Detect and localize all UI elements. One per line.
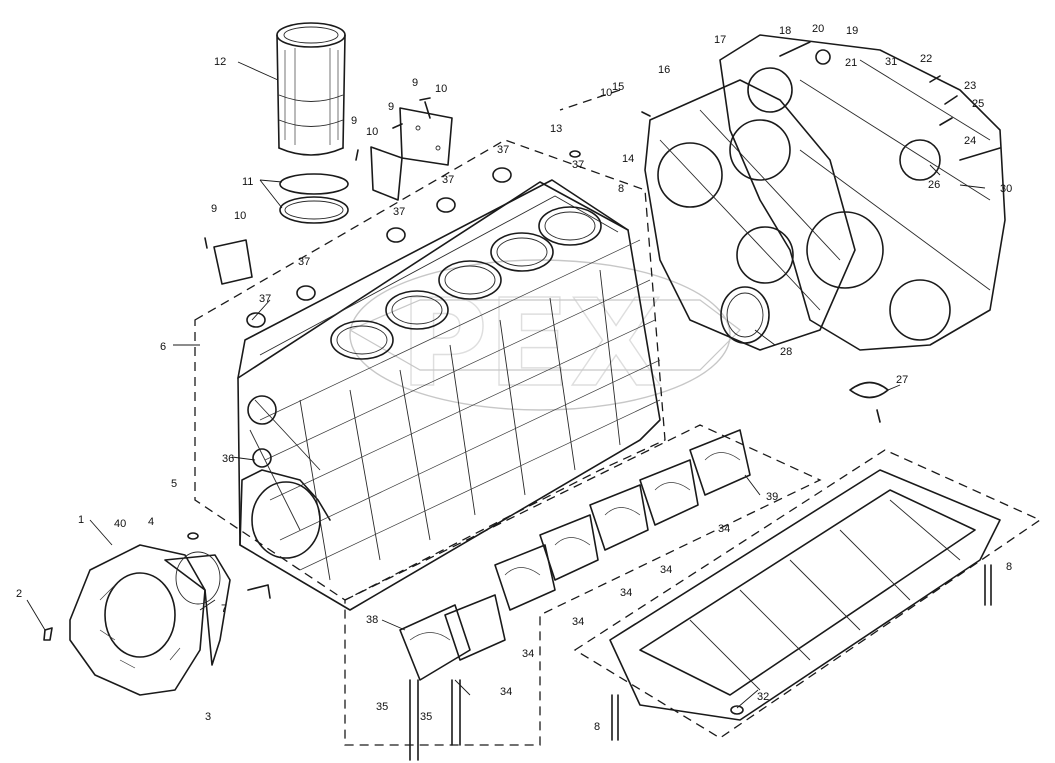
callout-20: 20 [812,23,824,35]
callout-37-d: 37 [298,256,310,268]
callout-32: 32 [757,691,769,703]
callout-21: 21 [845,57,857,69]
ladder-frame-group-outline [573,449,1042,739]
cover-plate-left [213,239,253,285]
bolts-rear [641,41,1001,161]
callout-35-b: 35 [420,711,432,723]
callout-38: 38 [366,614,378,626]
callout-7: 7 [221,603,227,615]
callout-34-f: 34 [500,686,512,698]
bearing-caps-group-outline [344,424,822,746]
callout-11: 11 [242,176,253,188]
callout-2: 2 [16,588,22,600]
callout-34-b: 34 [660,564,672,576]
callout-40: 40 [114,518,126,530]
cylinder-bores [330,206,602,360]
bolt-2 [43,627,53,641]
callout-30: 30 [1000,183,1012,195]
callout-9-c: 9 [351,115,357,127]
callout-23: 23 [964,80,976,92]
callout-3: 3 [205,711,211,723]
callout-34-c: 34 [620,587,632,599]
flywheel-housing [644,79,856,351]
watermark-text: PEX [400,275,662,414]
callout-22: 22 [920,53,932,65]
callout-34-e: 34 [522,648,534,660]
callout-8-a: 8 [618,183,624,195]
bolt-8-right [984,564,992,606]
callout-28: 28 [780,346,792,358]
callout-4: 4 [148,516,154,528]
callout-35-a: 35 [376,701,388,713]
callout-8-b: 8 [1006,561,1012,573]
gasket-4 [164,551,231,666]
callout-24: 24 [964,135,976,147]
small-dowel-13 [569,150,581,158]
callout-9-a: 9 [412,77,418,89]
callout-37-a: 37 [497,144,509,156]
callout-6: 6 [160,341,166,353]
callout-17: 17 [714,34,726,46]
callout-8-c: 8 [594,721,600,733]
callout-labels: 1 2 3 4 5 6 7 8 8 8 9 9 9 9 10 10 10 10 … [16,23,1012,733]
bolt-8-lower [611,694,619,741]
callout-9-b: 9 [388,101,394,113]
seal-28 [720,286,770,344]
callout-9-d: 9 [211,203,217,215]
callout-10-d: 10 [600,87,612,99]
callout-37-b: 37 [442,174,454,186]
liner-seal-rings [279,173,349,224]
callout-15: 15 [612,81,624,93]
cover-plate-upper [399,107,453,166]
rear-group-outline [559,89,621,111]
callout-14: 14 [622,153,634,165]
callout-10-b: 10 [366,126,378,138]
callout-10-a: 10 [435,83,447,95]
cover-27 [849,381,889,423]
callout-5: 5 [171,478,177,490]
cylinder-liner [276,22,346,156]
fitting-7 [247,584,271,599]
cover-plate-middle [370,146,403,201]
plugs-37 [246,167,512,328]
callout-10-c: 10 [234,210,246,222]
callout-34-a: 34 [718,523,730,535]
callout-36: 36 [222,453,234,465]
callout-13: 13 [550,123,562,135]
callout-19: 19 [846,25,858,37]
callout-16: 16 [658,64,670,76]
callout-1: 1 [78,514,84,526]
block-group-outline [194,139,666,601]
callout-26: 26 [928,179,940,191]
main-bearing-caps [399,429,751,681]
callout-12: 12 [214,56,226,68]
screws-9 [204,97,431,249]
callout-37-f: 37 [572,159,584,171]
callout-39: 39 [766,491,778,503]
group-outlines [194,89,1042,746]
callout-27: 27 [896,374,908,386]
callout-37-c: 37 [393,206,405,218]
callout-25: 25 [972,98,984,110]
cap-bolts-35 [409,679,461,761]
watermark-logo: PEX [348,259,741,415]
front-cover [69,544,206,696]
ladder-frame [609,469,1001,721]
callout-31: 31 [885,56,897,68]
dowel-near-4 [187,532,199,540]
timing-gear-housing [719,34,1006,351]
leader-lines [26,61,986,709]
engine-block [237,179,661,611]
callout-37-e: 37 [259,293,271,305]
callout-34-d: 34 [572,616,584,628]
callout-18: 18 [779,25,791,37]
